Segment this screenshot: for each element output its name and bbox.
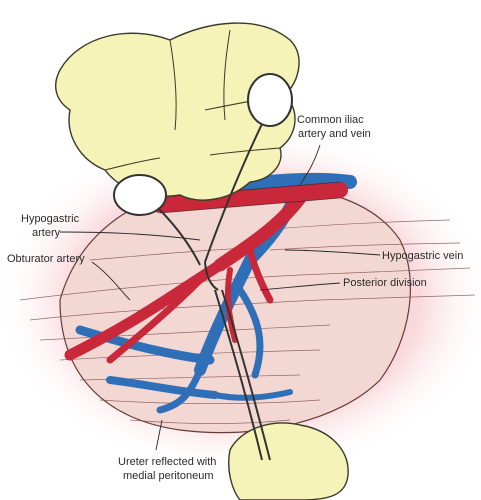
artery-system <box>64 182 348 364</box>
label-hypogastric-vein: Hypogastric vein <box>382 250 463 262</box>
label-ureter-2: medial peritoneum <box>123 470 214 482</box>
label-hypogastric-artery-2: artery <box>32 227 61 239</box>
upper-glove-hand <box>54 22 300 201</box>
label-ureter-1: Ureter reflected with <box>118 456 216 468</box>
glove-finger-creases <box>104 29 286 171</box>
label-common-iliac-1: Common iliac <box>297 114 364 126</box>
label-leader-lines <box>59 144 381 451</box>
label-common-iliac-2: artery and vein <box>298 128 371 140</box>
label-obturator-artery: Obturator artery <box>7 253 85 265</box>
right-angle-clamp <box>113 73 293 291</box>
label-hypogastric-artery-1: Hypogastric <box>21 213 80 225</box>
label-posterior-division: Posterior division <box>343 277 427 289</box>
tissue-fibers <box>19 219 476 425</box>
tissue-forceps <box>214 289 271 461</box>
